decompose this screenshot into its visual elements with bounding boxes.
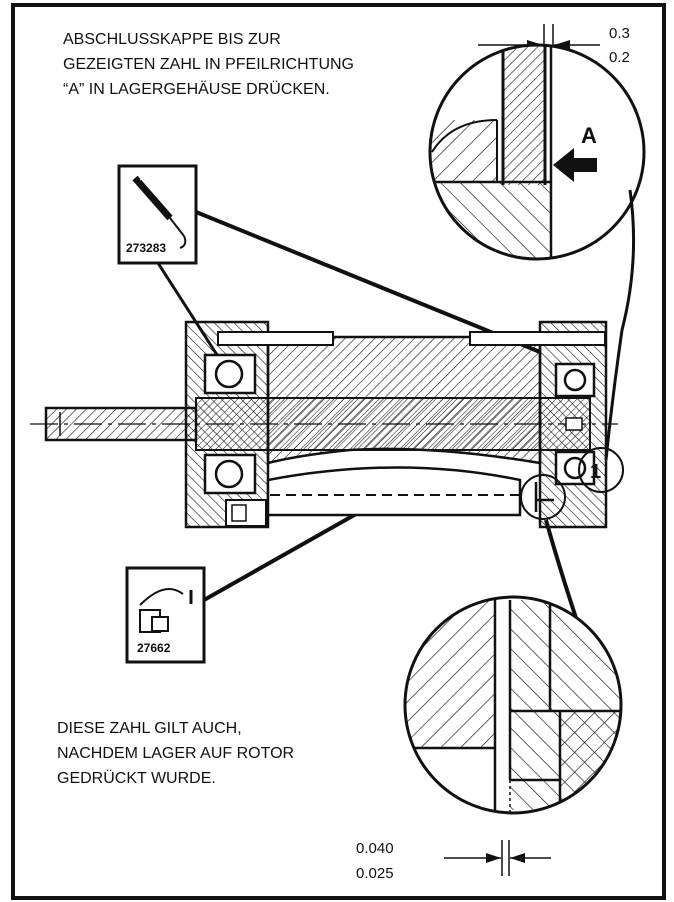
detail-marker-label: 1 — [590, 461, 601, 483]
tool-box-273283: 273283 — [117, 164, 198, 265]
dimension-top-lower: 0.2 — [609, 49, 630, 66]
instruction-top-line-3: “A” IN LAGERGEHÄUSE DRÜCKEN. — [63, 80, 330, 98]
detail-circle-top: A — [428, 43, 646, 261]
tool-2-part-number: 27662 — [137, 641, 171, 655]
arrow-a-icon — [553, 148, 597, 182]
instruction-bottom-line-3: GEDRÜCKT WURDE. — [57, 769, 216, 787]
tool-1-part-number: 273283 — [126, 241, 166, 255]
rotor-assembly-section — [30, 320, 618, 529]
instruction-top-line-1: ABSCHLUSSKAPPE BIS ZUR — [63, 31, 281, 48]
dimension-top-upper: 0.3 — [609, 25, 630, 42]
arrow-a-label: A — [581, 123, 597, 148]
dimension-bottom-lower: 0.025 — [356, 865, 394, 882]
instruction-bottom-line-2: NACHDEM LAGER AUF ROTOR — [57, 745, 294, 762]
dimension-bottom-upper: 0.040 — [356, 840, 394, 857]
detail-circle-bottom — [403, 595, 623, 815]
dimension-bottom: 0.040 0.025 — [356, 840, 551, 882]
instruction-top: ABSCHLUSSKAPPE BIS ZUR GEZEIGTEN ZAHL IN… — [63, 31, 354, 98]
tool-box-27662: 27662 — [125, 566, 206, 664]
diagram-frame — [11, 3, 666, 900]
detail-marker-circle-left — [520, 474, 566, 520]
instruction-top-line-2: GEZEIGTEN ZAHL IN PFEILRICHTUNG — [63, 56, 354, 73]
instruction-bottom: DIESE ZAHL GILT AUCH, NACHDEM LAGER AUF … — [57, 720, 294, 787]
grease-gun-icon — [132, 173, 187, 249]
instruction-bottom-line-1: DIESE ZAHL GILT AUCH, — [57, 720, 242, 737]
detail-marker-circle-right — [578, 447, 624, 493]
grease-cup-icon — [139, 587, 193, 633]
